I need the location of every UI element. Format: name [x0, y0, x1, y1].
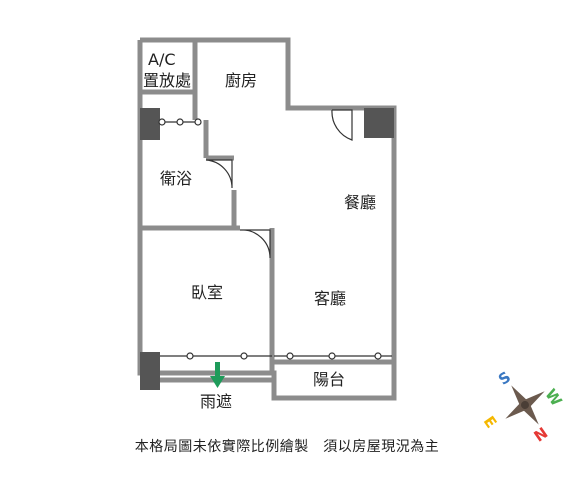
compass-letter-e: E [480, 413, 501, 432]
label-balcony: 陽台 [313, 370, 345, 389]
door-bathroom [205, 159, 233, 189]
pillar-top-left [140, 108, 160, 140]
label-ac-2: 置放處 [143, 71, 191, 90]
door-bedroom [239, 229, 271, 259]
pillars [140, 108, 394, 390]
compass-needle-icon [505, 385, 545, 425]
label-kitchen: 廚房 [225, 71, 257, 90]
compass-letter-w: W [541, 386, 565, 410]
pillar-top-right [364, 108, 394, 138]
compass: S W N E [480, 368, 566, 446]
pillar-bottom-left [140, 352, 160, 390]
walls [137, 37, 397, 401]
label-living: 客廳 [314, 289, 346, 308]
doors [205, 109, 353, 259]
label-bathroom: 衛浴 [160, 169, 192, 188]
label-bedroom: 臥室 [191, 283, 223, 302]
awning-arrow-icon [210, 362, 225, 388]
room-labels: A/C 置放處 廚房 衛浴 餐廳 臥室 客廳 陽台 雨遮 [143, 50, 376, 411]
compass-letter-s: S [495, 368, 514, 389]
label-awning: 雨遮 [200, 392, 232, 411]
door-dining [331, 109, 353, 141]
outer-wall [137, 37, 397, 401]
label-dining: 餐廳 [344, 193, 376, 212]
label-ac-1: A/C [148, 50, 176, 69]
disclaimer-note: 本格局圖未依實際比例繪製 須以房屋現況為主 [134, 439, 440, 455]
windows [158, 118, 392, 360]
